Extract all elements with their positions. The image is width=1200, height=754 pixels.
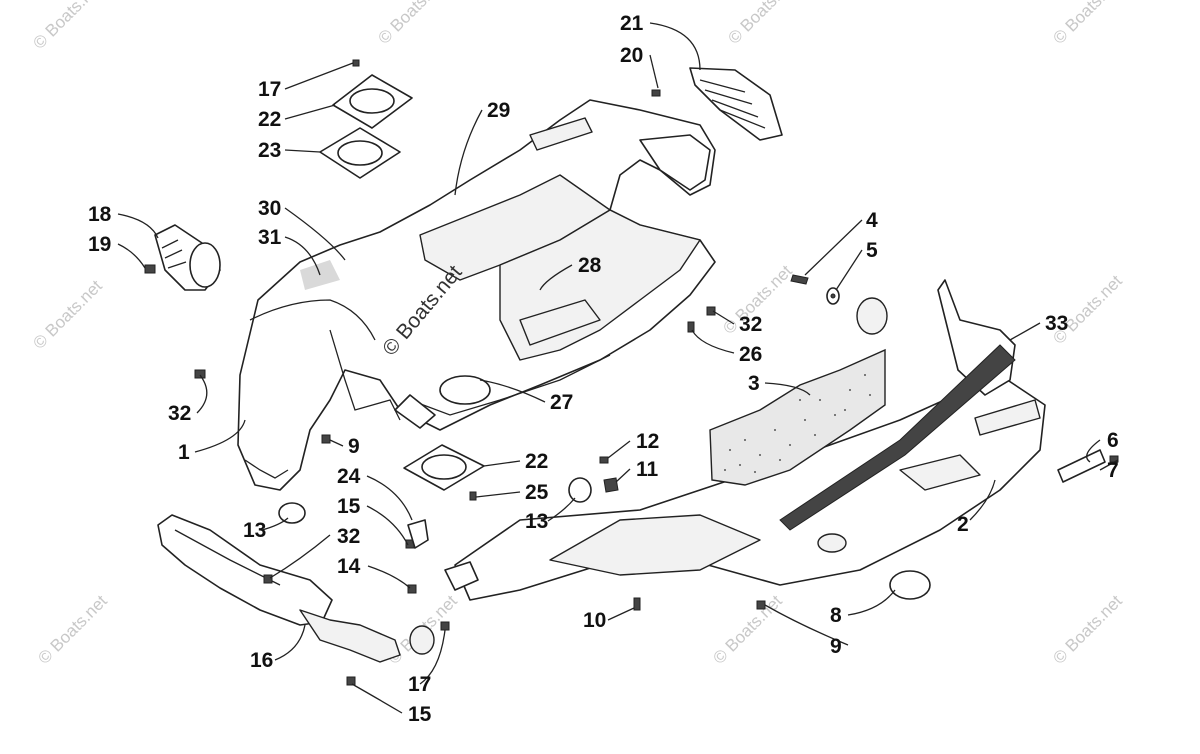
leader-lines: [117, 22, 1119, 714]
callout-25: 25: [525, 481, 549, 504]
callout-28: 28: [578, 254, 602, 277]
watermark: © Boats.net: [29, 276, 106, 353]
watermark: © Boats.net: [34, 591, 111, 668]
callout-32: 32: [337, 525, 360, 548]
watermark: © Boats.net: [1049, 0, 1126, 48]
callout-18: 18: [88, 203, 112, 226]
callout-27: 27: [550, 391, 573, 414]
gasket-plates-top: [319, 74, 413, 179]
callout-11: 11: [636, 458, 659, 481]
plate-part: [1057, 449, 1106, 483]
callout-12: 12: [636, 430, 659, 453]
callout-22: 22: [525, 450, 548, 473]
callout-31: 31: [258, 226, 282, 249]
callout-14: 14: [337, 555, 361, 578]
callout-30: 30: [258, 197, 281, 220]
callout-32: 32: [739, 313, 762, 336]
callout-10: 10: [583, 609, 606, 632]
callout-9: 9: [830, 635, 842, 658]
clamps-part: [278, 477, 592, 524]
bottom-pan-part: [444, 279, 1046, 601]
callout-6: 6: [1107, 429, 1119, 452]
callout-3: 3: [748, 372, 760, 395]
callout-17: 17: [408, 673, 431, 696]
callout-32: 32: [168, 402, 191, 425]
callout-29: 29: [487, 99, 510, 122]
callout-19: 19: [88, 233, 111, 256]
callout-7: 7: [1107, 459, 1119, 482]
watermark: © Boats.net: [724, 0, 801, 48]
callout-4: 4: [866, 209, 878, 232]
callout-15: 15: [337, 495, 361, 518]
callout-13: 13: [243, 519, 266, 542]
callout-20: 20: [620, 44, 643, 67]
callout-24: 24: [337, 465, 361, 488]
watermark: © Boats.net: [374, 0, 451, 48]
callout-13: 13: [525, 510, 548, 533]
boot-part: [154, 224, 221, 291]
callout-21: 21: [620, 12, 644, 35]
fasteners: [144, 59, 1119, 686]
callout-33: 33: [1045, 312, 1068, 335]
callout-22: 22: [258, 108, 281, 131]
watermark: © Boats.net: [29, 0, 106, 53]
callout-23: 23: [258, 139, 281, 162]
callout-2: 2: [957, 513, 969, 536]
callout-9: 9: [348, 435, 360, 458]
vent-grille-part: [689, 67, 783, 141]
chassis-body-part: [237, 99, 716, 491]
callout-16: 16: [250, 649, 273, 672]
callout-1: 1: [178, 441, 190, 464]
watermark: © Boats.net: [1049, 591, 1126, 668]
callout-15: 15: [408, 703, 432, 726]
callout-8: 8: [830, 604, 842, 627]
watermark: © Boats.net: [709, 591, 786, 668]
foam-pad-part: [709, 348, 886, 486]
washer-part: [826, 287, 888, 335]
gasket-plate-middle: [403, 444, 485, 491]
callout-26: 26: [739, 343, 762, 366]
callout-labels: 21 20 17 22 23 29 18 19 30 31 28 4 5 32 …: [88, 12, 1119, 726]
front-bumper-part: [157, 514, 401, 663]
watermark: © Boats.net: [1049, 271, 1126, 348]
callout-17: 17: [258, 78, 281, 101]
callout-5: 5: [866, 239, 878, 262]
